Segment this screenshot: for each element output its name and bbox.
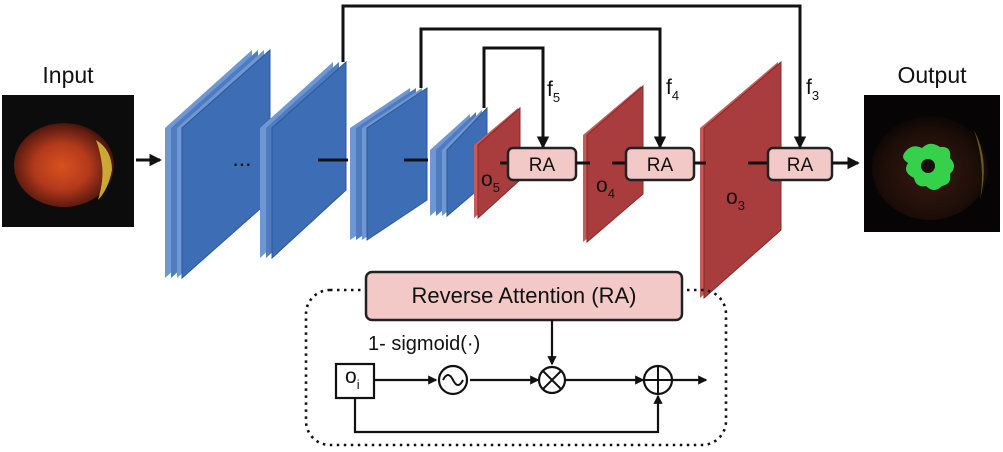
output-scan-highlight xyxy=(974,130,984,200)
output-mask-hole xyxy=(921,159,935,173)
f5-label: f5 xyxy=(547,78,560,105)
o5-label: o5 xyxy=(481,168,500,195)
input-scan-highlight xyxy=(96,140,112,200)
circle-plus-icon xyxy=(642,364,674,396)
circle-times-icon xyxy=(537,365,567,395)
skip-connection-f5 xyxy=(482,46,550,149)
svg-text:RA: RA xyxy=(529,155,556,176)
detail-dotted-frame xyxy=(304,288,728,447)
skip-connection-f3 xyxy=(341,4,807,149)
residual-connection-arrow xyxy=(353,394,663,434)
ra-box-1: RA xyxy=(506,146,578,182)
input-brain-scan xyxy=(14,123,114,207)
oi-label: oi xyxy=(345,365,360,392)
sigmoid-label: 1- sigmoid(·) xyxy=(368,333,480,355)
ra-box-3: RA xyxy=(766,146,834,182)
encoder-ellipsis: ... xyxy=(232,145,251,171)
svg-text:RA: RA xyxy=(787,155,814,176)
encoder-block-1 xyxy=(165,48,271,280)
svg-text:RA: RA xyxy=(647,155,674,176)
f3-label: f3 xyxy=(806,76,819,103)
ra-box-2: RA xyxy=(624,146,696,182)
output-image-group: Output xyxy=(864,62,1000,232)
o4-label: o4 xyxy=(596,174,615,201)
decoder-block-o3 xyxy=(700,60,782,300)
o3-label: o3 xyxy=(726,186,745,213)
skip-connection-f4 xyxy=(419,27,667,149)
oi-box xyxy=(334,362,376,400)
sine-wave-icon xyxy=(437,364,469,396)
input-label: Input xyxy=(42,62,94,88)
detail-title-box xyxy=(364,270,684,322)
f4-label: f4 xyxy=(666,76,679,103)
output-label: Output xyxy=(897,62,967,88)
encoder-block-2 xyxy=(260,60,347,260)
reverse-attention-detail: Reverse Attention (RA) 1- sigmoid(·) oi xyxy=(304,270,728,447)
encoder-block-3 xyxy=(350,87,428,241)
detail-title: Reverse Attention (RA) xyxy=(412,283,637,308)
input-image-group: Input xyxy=(2,62,134,227)
